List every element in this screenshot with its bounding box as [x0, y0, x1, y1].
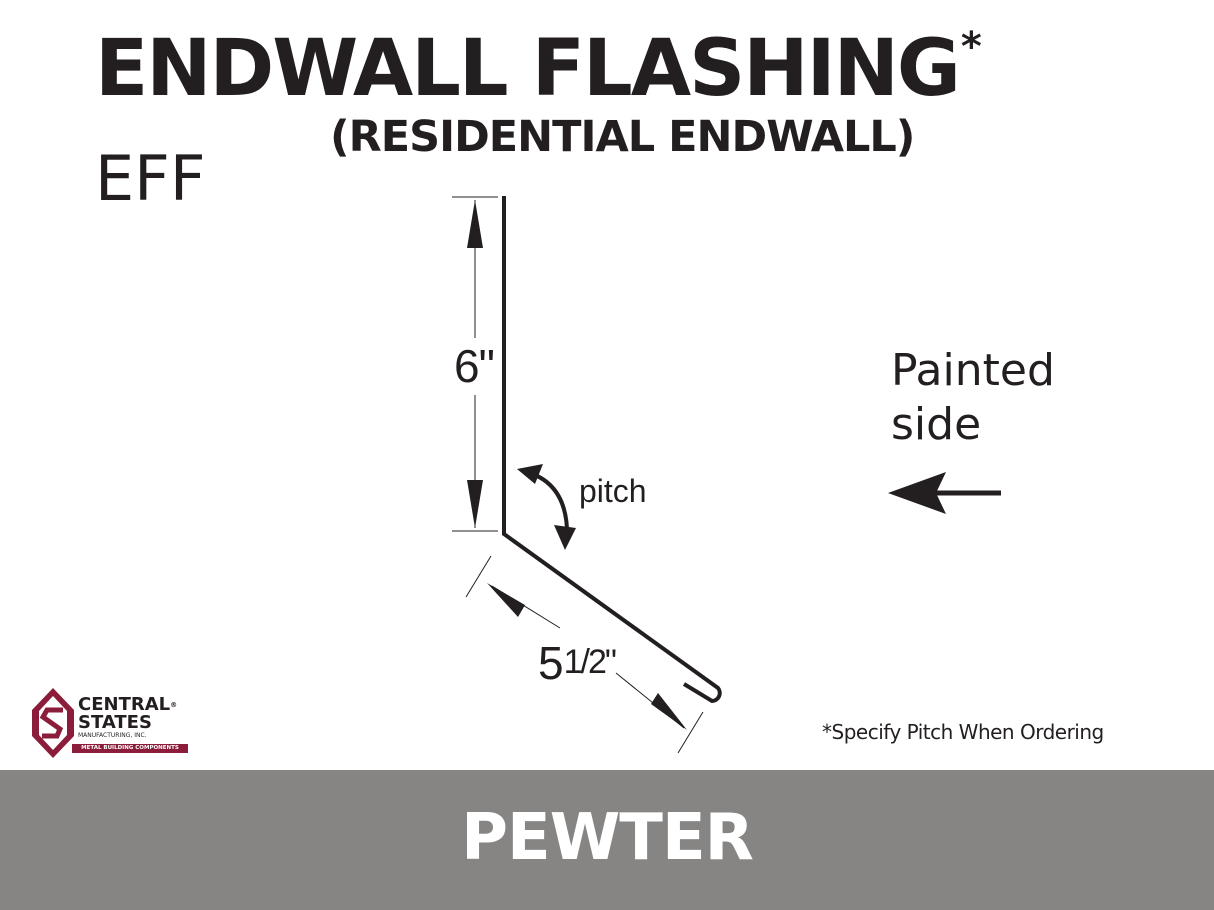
color-band: PEWTER [0, 770, 1214, 910]
product-code: EFF [95, 142, 206, 215]
dimension-6in: 6" [454, 340, 494, 392]
company-logo: CENTRAL® STATES MANUFACTURING, INC. META… [30, 684, 200, 760]
arrow-down-6in [467, 480, 483, 528]
title-asterisk: * [960, 24, 982, 70]
painted-side-arrow-head [888, 472, 946, 514]
pitch-arrow-top [517, 464, 543, 484]
logo-line-3: MANUFACTURING, INC. [78, 732, 147, 739]
logo-line-2: STATES [78, 712, 152, 733]
logo-tagline: METAL BUILDING COMPONENTS [72, 744, 188, 753]
logo-wordmark: CENTRAL® STATES [78, 696, 177, 732]
arrow-flange-start [487, 583, 525, 617]
pitch-label: pitch [579, 473, 647, 509]
flange-fraction: 1/2" [564, 643, 616, 681]
pitch-arrow-bottom [554, 525, 576, 550]
painted-side-label: Painted side [891, 344, 1055, 452]
flange-whole: 5 [538, 637, 564, 689]
arrow-flange-end [651, 693, 687, 730]
color-name: PEWTER [461, 801, 754, 875]
painted-side-line-2: side [891, 399, 982, 451]
logo-line-1: CENTRAL [78, 694, 171, 715]
product-title-text: ENDWALL FLASHING [95, 24, 961, 114]
logo-mark-icon [32, 688, 74, 758]
painted-side-line-1: Painted [891, 345, 1055, 396]
arrow-up-6in [467, 200, 483, 248]
dimension-5-1-2in: 51/2" [538, 637, 616, 689]
product-subtitle: (RESIDENTIAL ENDWALL) [330, 112, 915, 162]
logo-registered-mark: ® [170, 701, 178, 709]
pitch-order-note: *Specify Pitch When Ordering [822, 720, 1104, 744]
product-title: ENDWALL FLASHING* [95, 27, 982, 108]
flashing-profile-line [502, 196, 722, 704]
